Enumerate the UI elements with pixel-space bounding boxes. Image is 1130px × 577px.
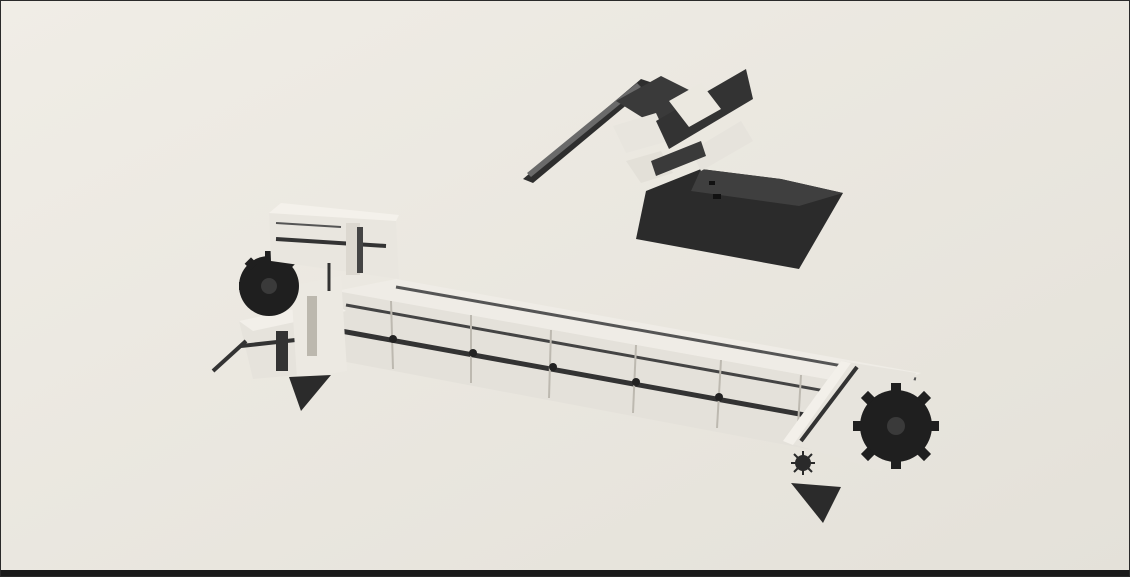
rail-front-face <box>336 291 881 461</box>
base-hole <box>713 194 721 199</box>
sloped-base-top <box>691 169 843 206</box>
crank-axle <box>211 339 248 373</box>
left-clamp-slot <box>307 296 317 356</box>
upper-carriage-rod <box>275 222 342 228</box>
right-end-block-face <box>783 361 851 445</box>
left-clamp <box>291 276 347 379</box>
upper-carriage-slot <box>357 227 363 273</box>
right-foot <box>791 483 841 523</box>
mechanism-block-light <box>613 113 669 153</box>
upper-carriage-post <box>346 223 360 275</box>
flat-strip <box>523 79 653 183</box>
sloped-base-assembly <box>523 69 843 269</box>
left-foot <box>289 375 331 411</box>
mechanism-block-dark <box>616 76 701 126</box>
upper-carriage-top <box>269 203 399 221</box>
mechanism-block-light <box>691 121 753 171</box>
left-gear <box>239 251 299 316</box>
rail-assembly <box>211 203 939 523</box>
right-gear <box>853 383 939 469</box>
upper-carriage <box>269 213 399 279</box>
left-clamp-bar <box>276 331 288 371</box>
upper-carriage-rod <box>275 237 387 248</box>
rail-rod <box>345 303 882 403</box>
rail-pins <box>389 335 723 401</box>
base-hole <box>709 181 715 185</box>
rail-top-face <box>336 279 921 389</box>
rail-rod <box>395 285 917 381</box>
right-end-hub <box>791 451 815 475</box>
mechanism-bar <box>651 141 706 176</box>
mechanism-block-light <box>669 83 721 127</box>
flat-strip-edge <box>527 83 641 177</box>
rail-rod <box>340 328 872 430</box>
right-end-rod <box>799 365 859 443</box>
